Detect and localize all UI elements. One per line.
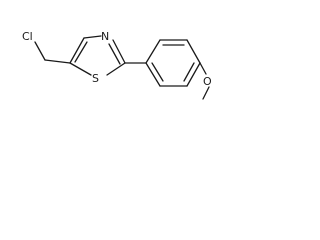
- bond-n3-c2-double: [108, 43, 121, 65]
- bond-c4-n3: [83, 35, 102, 39]
- structure-canvas: Cl N S O: [0, 0, 231, 117]
- atom-label-nitrogen: N: [101, 30, 109, 43]
- atom-label-chlorine: Cl: [22, 30, 33, 43]
- bond-ph6-ph1: [145, 62, 161, 87]
- bond-ph4-ph5: [186, 62, 201, 87]
- atom-label-oxygen: O: [203, 75, 212, 88]
- bond-ph6-ph1-inner: [151, 62, 164, 82]
- bond-c5-ch2: [44, 59, 71, 64]
- bond-ph1-ph2: [145, 39, 161, 64]
- bond-s1-c5: [69, 62, 92, 76]
- atom-label-sulfur: S: [92, 72, 99, 85]
- bond-o-ch3: [202, 86, 210, 100]
- molecule-structure: Cl N S O: [22, 30, 212, 100]
- bond-ph4-ph5-inner: [183, 62, 195, 82]
- bond-c2-s1: [106, 62, 126, 76]
- bond-n3-c2: [112, 39, 126, 64]
- bond-c5-c4: [69, 37, 85, 64]
- bond-ch2-cl: [34, 41, 46, 61]
- bond-ph3-ph4: [186, 39, 201, 64]
- bond-ph4-o: [199, 62, 207, 75]
- bond-c5-c4-double: [74, 41, 88, 63]
